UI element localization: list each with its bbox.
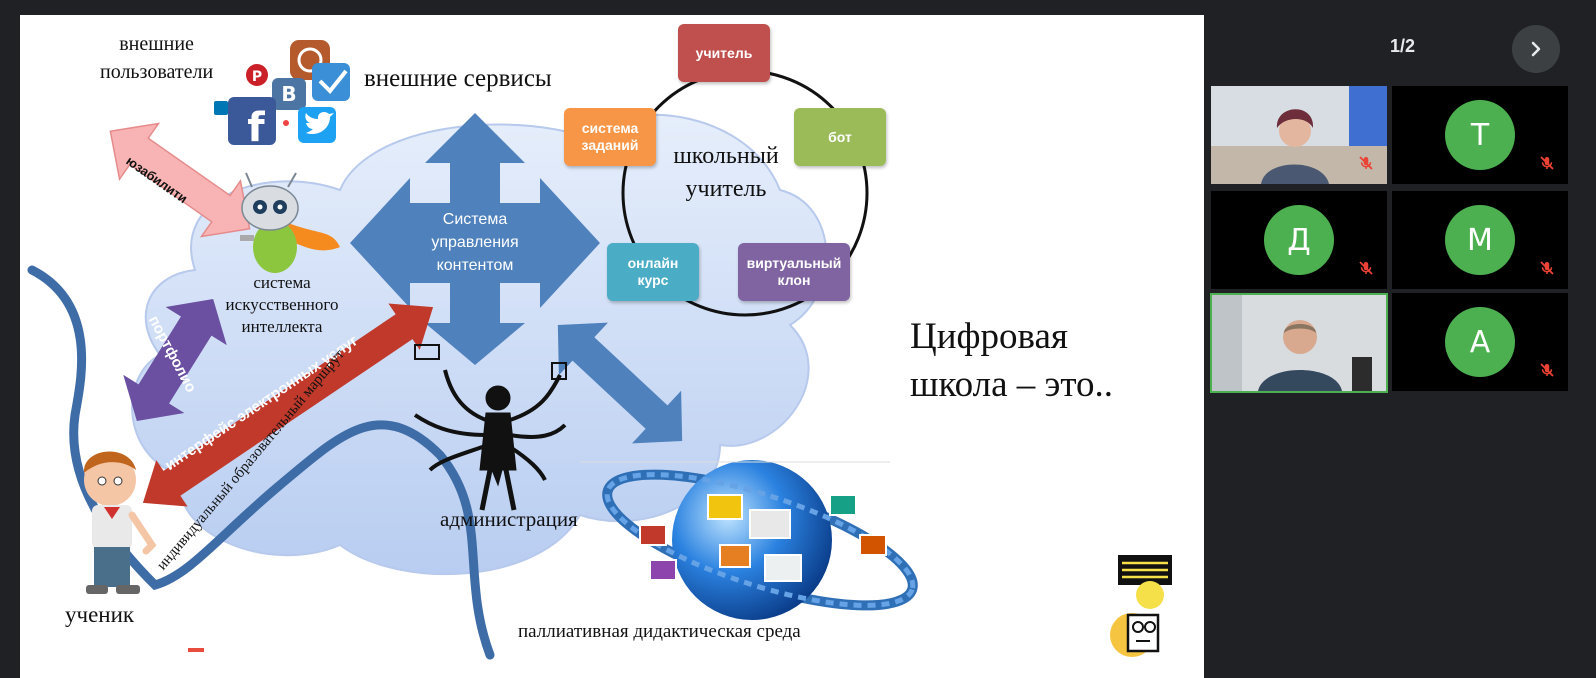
participant-tile-2[interactable]: Т — [1392, 86, 1568, 184]
social-icons: P B f — [214, 40, 350, 151]
participant-tile-3[interactable]: Д — [1211, 191, 1387, 289]
participant-avatar-2: Т — [1445, 100, 1515, 170]
external-users-label: внешние пользователи — [100, 30, 213, 86]
cms-line-1: Система — [442, 211, 508, 228]
ai-system-line-3: интеллекта — [241, 317, 323, 336]
slide-title-line-2: школа – это.. — [910, 364, 1114, 405]
ai-system-line-1: система — [253, 273, 311, 292]
virtual-clone-box-line-2: клон — [777, 272, 811, 288]
bot-box-label: бот — [828, 128, 852, 145]
microphone-muted-icon — [1540, 363, 1554, 377]
portfolio-arrow — [123, 298, 227, 422]
tasks-box-line-1: система — [581, 120, 639, 136]
participant-tile-5-speaking[interactable] — [1210, 293, 1388, 393]
red-dash-mark — [188, 648, 204, 652]
virtual-clone-box-line-1: виртуальный — [746, 255, 842, 271]
slide-graphics: P B f — [27, 40, 1172, 660]
svg-text:P: P — [252, 69, 262, 85]
cms-line-3: контентом — [436, 257, 514, 274]
participant-avatar-3: Д — [1264, 205, 1334, 275]
checkmark-icon — [312, 63, 350, 101]
vk-icon — [272, 78, 306, 110]
linkedin-icon — [214, 101, 228, 115]
svg-text:f: f — [247, 105, 265, 151]
usability-arrow — [109, 122, 251, 238]
cms-cross-arrow — [350, 113, 600, 365]
external-users-line-1: внешние — [119, 33, 194, 55]
microphone-muted-icon — [1359, 261, 1373, 275]
pinterest-icon — [246, 64, 268, 86]
tasks-box-line-2: заданий — [581, 137, 639, 153]
tasks-box: система заданий — [564, 108, 656, 166]
cms-label: Система управления контентом — [415, 208, 535, 277]
participant-tile-4[interactable]: М — [1392, 191, 1568, 289]
participant-avatar-4: М — [1445, 205, 1515, 275]
online-course-box: онлайн курс — [607, 243, 699, 301]
participant-video-5 — [1212, 295, 1386, 391]
student-label: ученик — [65, 602, 135, 627]
presentation-slide: P B f — [20, 15, 1204, 678]
external-services-label: внешние сервисы — [364, 65, 552, 92]
teacher-box-label: учитель — [695, 44, 753, 61]
virtual-clone-box: виртуальный клон — [738, 243, 850, 301]
facebook-icon — [228, 97, 276, 145]
robot-icon — [240, 172, 340, 273]
participant-page-indicator: 1/2 — [1390, 36, 1416, 56]
environment-label: паллиативная дидактическая среда — [518, 621, 801, 642]
administration-label: администрация — [440, 507, 578, 531]
school-teacher-line-1: школьный — [673, 143, 779, 169]
teacher-box: учитель — [678, 24, 770, 82]
route-curve — [27, 265, 495, 660]
microphone-muted-icon — [1359, 156, 1373, 170]
external-users-line-2: пользователи — [100, 61, 214, 83]
participant-avatar-6: А — [1445, 307, 1515, 377]
school-teacher-label: школьный учитель — [656, 140, 796, 206]
slide-title: Цифровая школа – это.. — [910, 313, 1113, 409]
administrator-figure-icon — [413, 344, 567, 511]
svg-text:B: B — [281, 82, 296, 106]
cms-line-2: управления — [431, 234, 519, 251]
book-logo-icon — [1110, 555, 1172, 657]
bot-box: бот — [794, 108, 886, 166]
ai-system-line-2: искусственного — [225, 295, 339, 314]
services-interface-arrow — [142, 303, 434, 507]
participant-video-1 — [1211, 86, 1387, 184]
school-teacher-line-2: учитель — [685, 176, 767, 202]
cms-environment-arrow — [557, 322, 683, 444]
chevron-right-icon — [1531, 41, 1541, 57]
online-course-box-line-2: курс — [637, 272, 669, 288]
participant-tile-1[interactable] — [1211, 86, 1387, 184]
globe-icon — [580, 460, 918, 620]
next-page-button[interactable] — [1512, 25, 1560, 73]
participant-tile-6[interactable]: А — [1392, 293, 1568, 391]
slide-title-line-1: Цифровая — [910, 316, 1068, 357]
ai-system-label: система искусственного интеллекта — [212, 272, 352, 338]
online-course-box-line-1: онлайн — [627, 255, 679, 271]
microphone-muted-icon — [1540, 261, 1554, 275]
microphone-muted-icon — [1540, 156, 1554, 170]
student-boy-icon — [83, 451, 157, 594]
